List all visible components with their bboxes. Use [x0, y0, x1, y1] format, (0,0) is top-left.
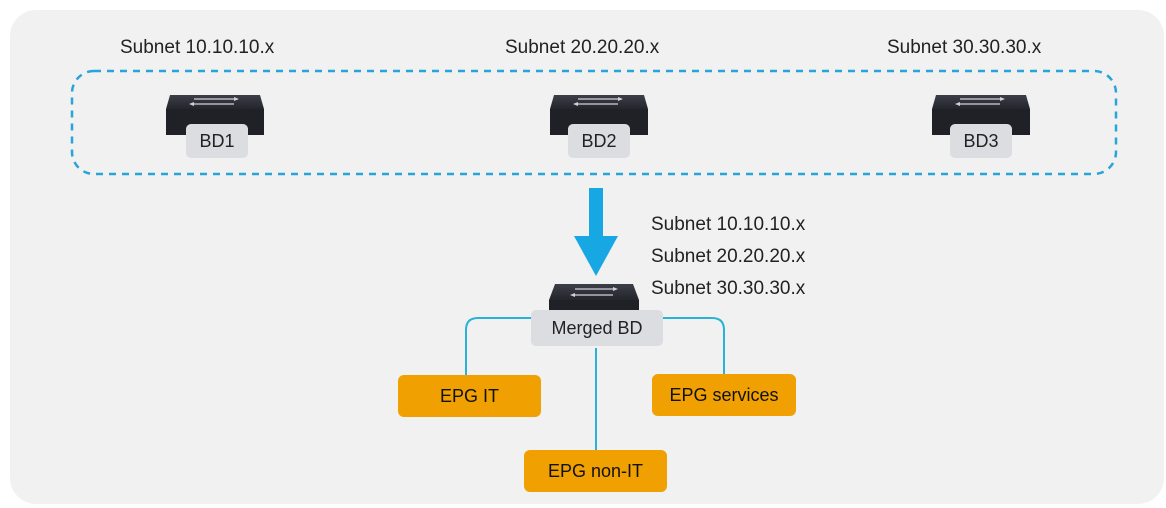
connector-epg-it	[465, 317, 531, 376]
epg-it: EPG IT	[398, 375, 541, 417]
switch-icon-bd2	[550, 95, 648, 135]
connector-epg-services	[663, 317, 725, 374]
bd3-label: BD3	[950, 124, 1012, 158]
bd1-label: BD1	[186, 124, 248, 158]
bd2-label: BD2	[568, 124, 630, 158]
down-arrow-icon	[574, 188, 618, 276]
merged-subnet-1: Subnet 10.10.10.x	[651, 214, 806, 235]
bd-group-boundary	[70, 69, 1118, 176]
subnet-label-bd3: Subnet 30.30.30.x	[887, 37, 1042, 58]
subnet-label-bd2: Subnet 20.20.20.x	[505, 37, 660, 58]
merged-subnet-2: Subnet 20.20.20.x	[651, 246, 806, 267]
switch-icon-bd1	[166, 95, 264, 135]
merged-subnet-3: Subnet 30.30.30.x	[651, 278, 806, 299]
epg-services: EPG services	[652, 374, 796, 416]
merged-bd-label: Merged BD	[531, 310, 663, 346]
subnet-label-bd1: Subnet 10.10.10.x	[120, 37, 275, 58]
epg-non-it: EPG non-IT	[524, 450, 667, 492]
epg-connectors	[465, 317, 725, 452]
